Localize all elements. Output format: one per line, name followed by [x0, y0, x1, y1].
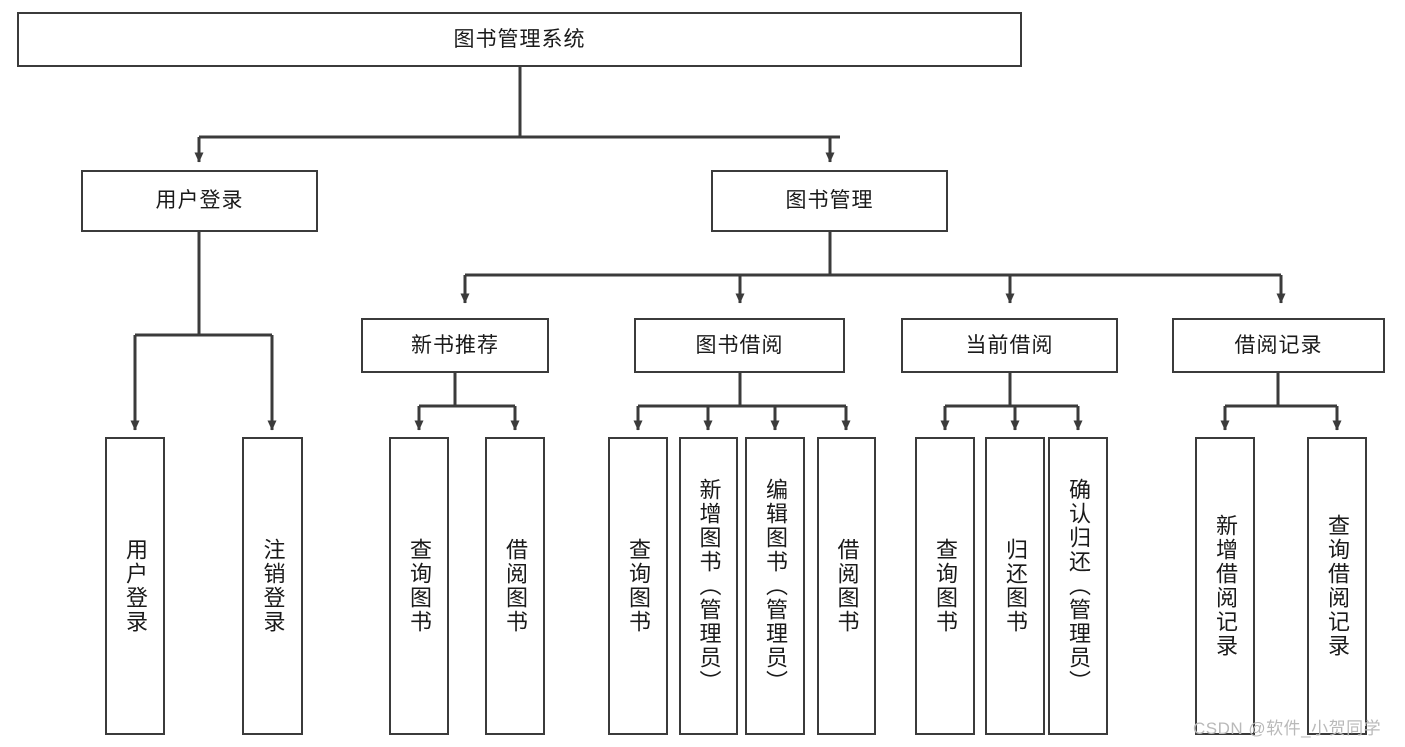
node-label: 查询图书 — [625, 538, 651, 634]
node-label: 查询图书 — [932, 538, 958, 634]
node-new-book-recommend[interactable]: 新书推荐 — [361, 318, 549, 373]
node-user-login[interactable]: 用户登录 — [81, 170, 318, 232]
leaf-borrow-record-query-record[interactable]: 查询借阅记录 — [1307, 437, 1367, 735]
node-root-book-management-system[interactable]: 图书管理系统 — [17, 12, 1022, 67]
node-label: 借阅记录 — [1234, 333, 1323, 357]
node-label: 新增图书（管理员） — [696, 478, 722, 694]
node-label: 新书推荐 — [411, 333, 499, 357]
node-label: 当前借阅 — [965, 333, 1054, 357]
node-label: 图书管理 — [785, 189, 874, 213]
leaf-user-login-logout[interactable]: 注销登录 — [242, 437, 303, 735]
node-label: 用户登录 — [122, 538, 148, 634]
node-book-borrow[interactable]: 图书借阅 — [634, 318, 845, 373]
node-label: 编辑图书（管理员） — [762, 478, 788, 694]
node-label: 查询借阅记录 — [1324, 514, 1350, 658]
node-label: 用户登录 — [155, 189, 244, 213]
node-current-borrow[interactable]: 当前借阅 — [901, 318, 1118, 373]
leaf-current-borrow-confirm-return-admin[interactable]: 确认归还（管理员） — [1048, 437, 1108, 735]
leaf-book-borrow-borrow-book[interactable]: 借阅图书 — [817, 437, 876, 735]
node-book-management[interactable]: 图书管理 — [711, 170, 948, 232]
node-label: 借阅图书 — [834, 538, 860, 634]
node-label: 图书管理系统 — [453, 27, 586, 51]
node-label: 查询图书 — [406, 538, 432, 634]
node-label: 注销登录 — [260, 538, 286, 634]
leaf-current-borrow-return-book[interactable]: 归还图书 — [985, 437, 1045, 735]
csdn-watermark: CSDN @软件_小贺同学 — [1193, 719, 1382, 738]
node-label: 借阅图书 — [502, 538, 528, 634]
node-label: 归还图书 — [1002, 538, 1028, 634]
leaf-new-book-borrow-book[interactable]: 借阅图书 — [485, 437, 545, 735]
leaf-user-login-login[interactable]: 用户登录 — [105, 437, 165, 735]
node-label: 确认归还（管理员） — [1065, 478, 1091, 694]
leaf-book-borrow-add-book-admin[interactable]: 新增图书（管理员） — [679, 437, 738, 735]
node-borrow-record[interactable]: 借阅记录 — [1172, 318, 1385, 373]
node-label: 图书借阅 — [695, 333, 784, 357]
leaf-book-borrow-query-book[interactable]: 查询图书 — [608, 437, 668, 735]
leaf-book-borrow-edit-book-admin[interactable]: 编辑图书（管理员） — [745, 437, 805, 735]
leaf-new-book-query-book[interactable]: 查询图书 — [389, 437, 449, 735]
node-label: 新增借阅记录 — [1212, 514, 1238, 658]
leaf-borrow-record-add-record[interactable]: 新增借阅记录 — [1195, 437, 1255, 735]
leaf-current-borrow-query-book[interactable]: 查询图书 — [915, 437, 975, 735]
